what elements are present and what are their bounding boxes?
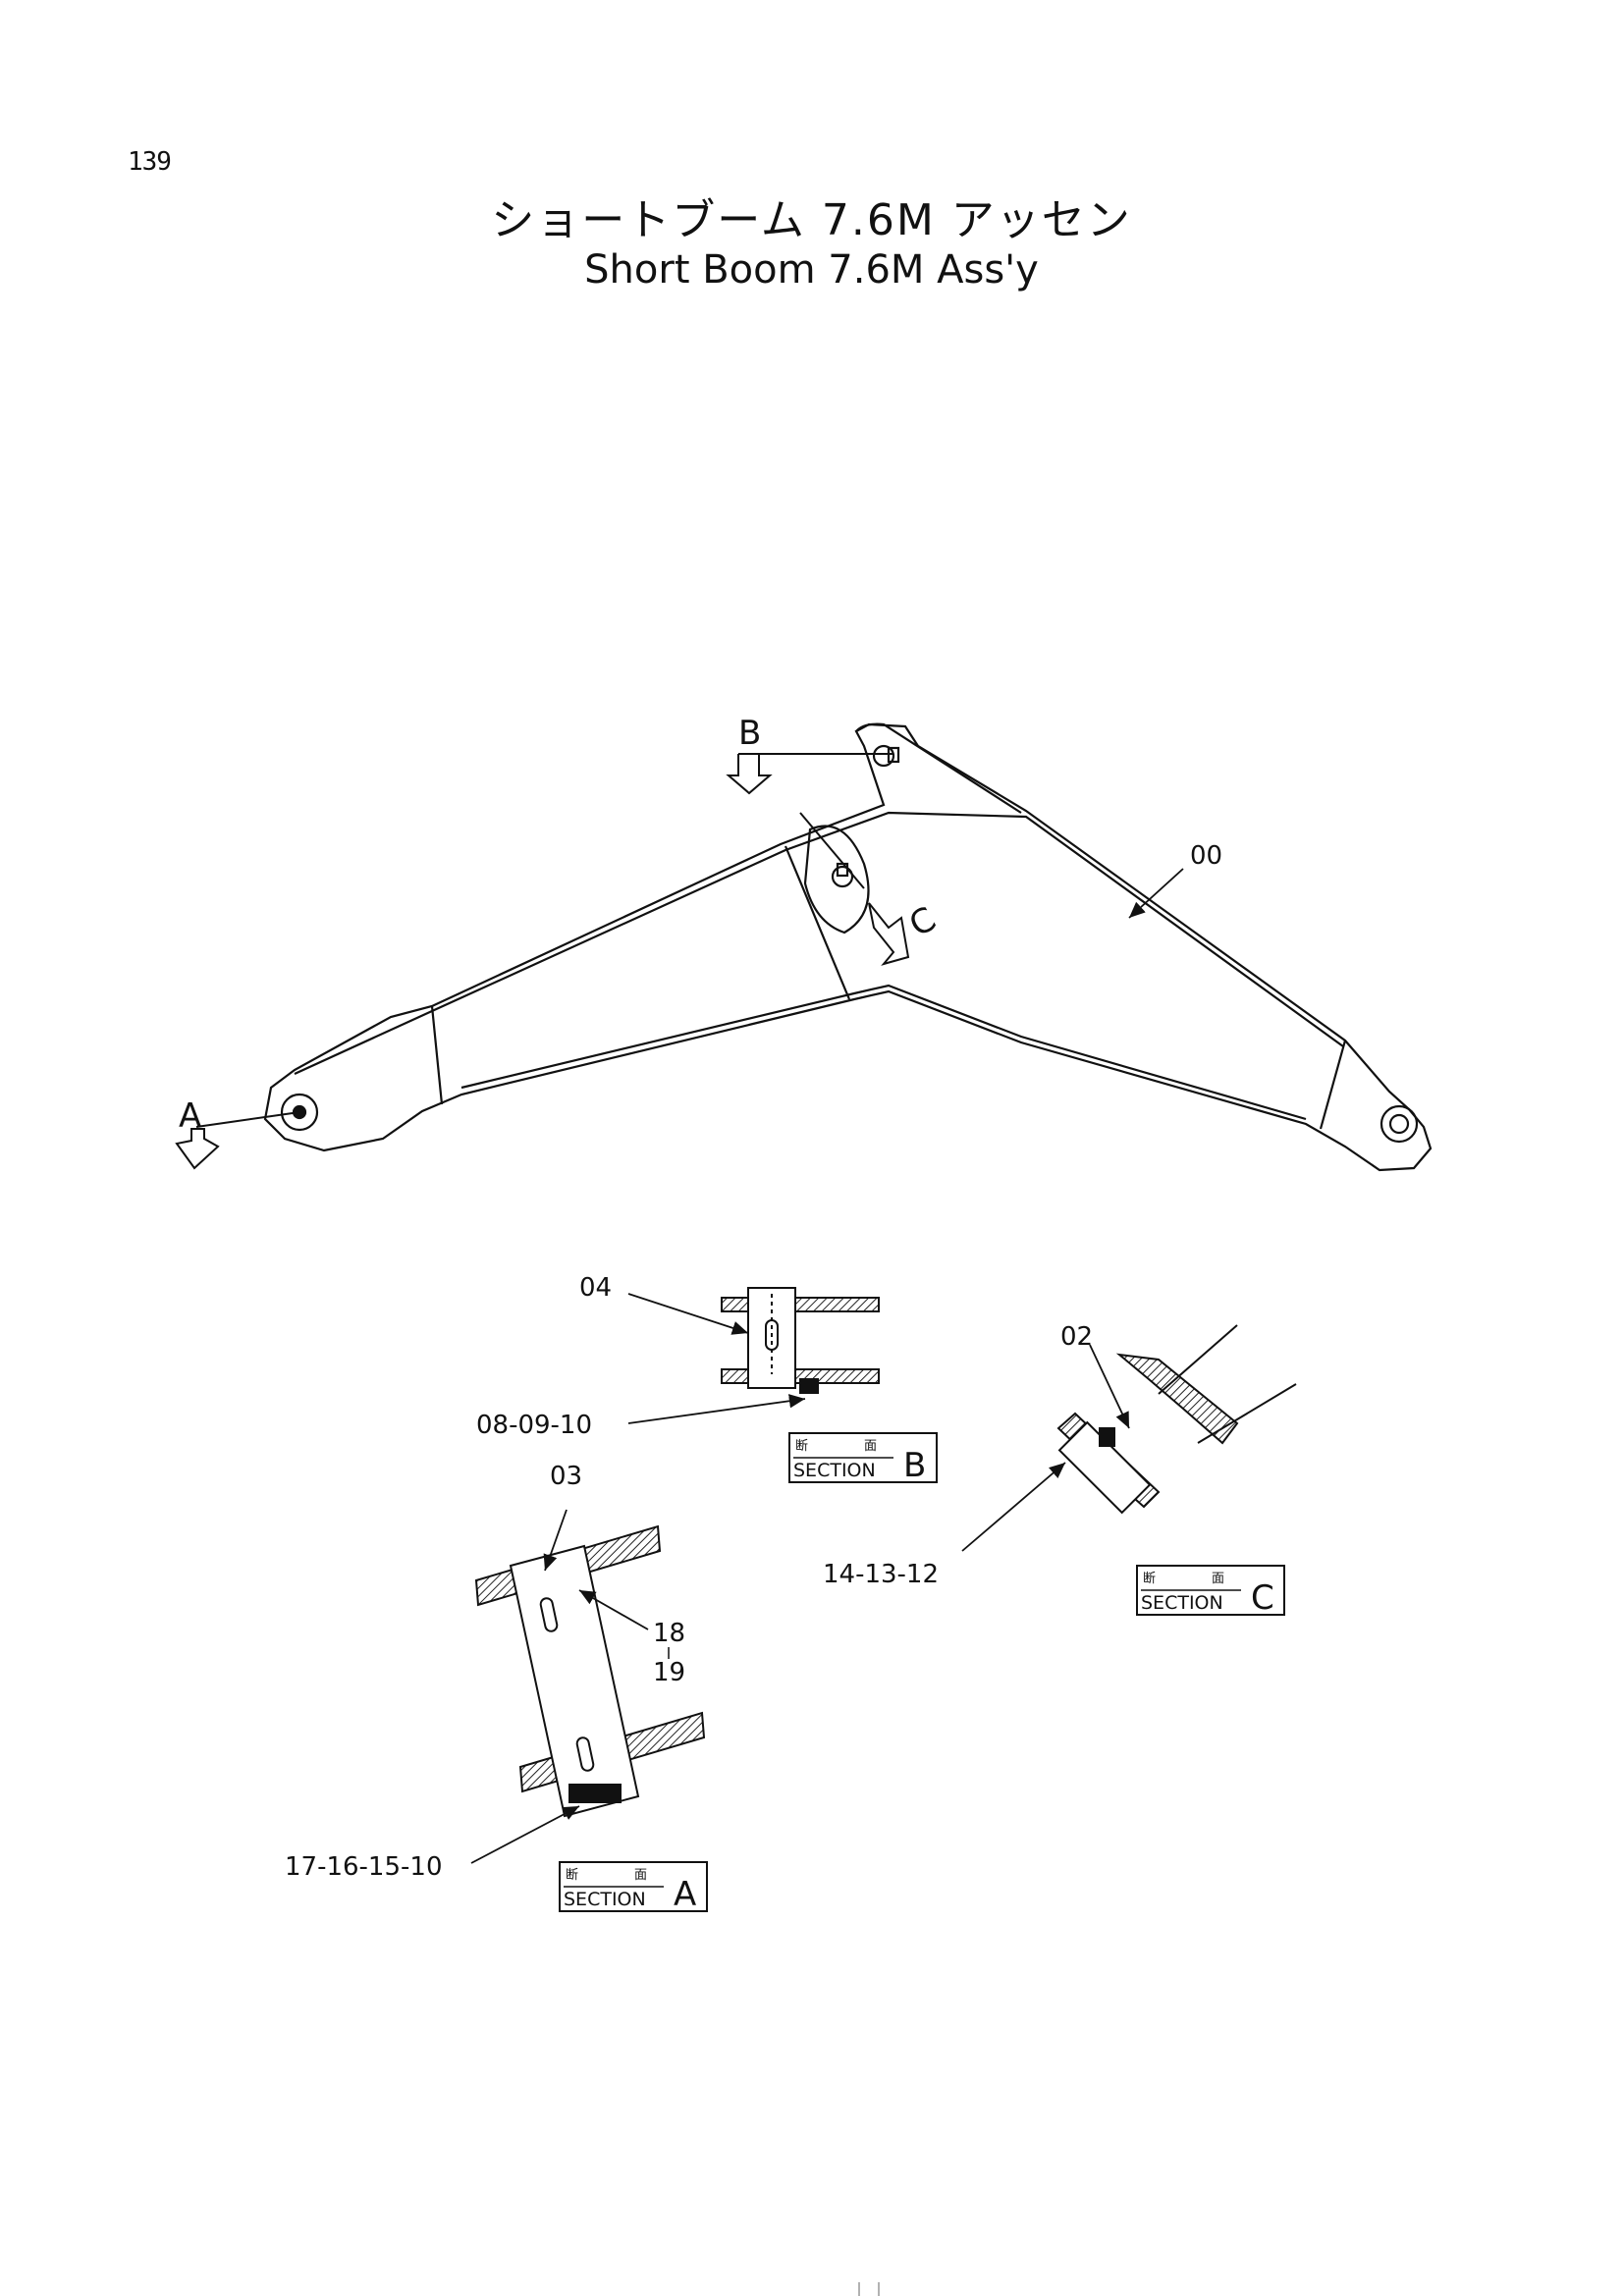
section-c-label: 断 面 SECTION C bbox=[1136, 1565, 1285, 1618]
svg-text:SECTION: SECTION bbox=[564, 1889, 646, 1910]
section-b-detail bbox=[721, 1287, 880, 1394]
section-letter-b: B bbox=[903, 1446, 926, 1485]
boom-assembly bbox=[263, 722, 1433, 1172]
svg-text:面: 面 bbox=[864, 1439, 877, 1454]
callout-08-09-10: 08-09-10 bbox=[476, 1411, 592, 1440]
svg-text:SECTION: SECTION bbox=[793, 1460, 876, 1481]
callout-04: 04 bbox=[579, 1273, 612, 1303]
svg-text:SECTION: SECTION bbox=[1141, 1592, 1223, 1614]
section-b-label: 断 面 SECTION B bbox=[788, 1432, 938, 1485]
view-letter-c: C bbox=[903, 899, 944, 945]
view-letter-b: B bbox=[738, 714, 761, 753]
callout-00: 00 bbox=[1190, 841, 1222, 871]
bottom-scan-marks bbox=[858, 2282, 880, 2296]
view-c-arrow bbox=[799, 812, 910, 966]
svg-text:断: 断 bbox=[566, 1868, 578, 1883]
section-a-label: 断 面 SECTION A bbox=[559, 1861, 708, 1914]
svg-text:断: 断 bbox=[795, 1439, 808, 1454]
section-letter-a: A bbox=[674, 1875, 696, 1914]
view-a-arrow bbox=[175, 1111, 300, 1170]
view-b-arrow bbox=[726, 753, 893, 795]
title-english: Short Boom 7.6M Ass'y bbox=[584, 247, 1039, 293]
callout-18: 18 bbox=[653, 1619, 685, 1648]
page-number: 139 bbox=[128, 147, 172, 177]
callout-03: 03 bbox=[550, 1462, 582, 1491]
section-letter-c: C bbox=[1251, 1578, 1274, 1618]
svg-text:断: 断 bbox=[1143, 1572, 1156, 1586]
callout-19: 19 bbox=[653, 1658, 685, 1687]
view-letter-a: A bbox=[179, 1096, 201, 1136]
callout-14-13-12: 14-13-12 bbox=[823, 1560, 939, 1589]
callout-17-16-15-10: 17-16-15-10 bbox=[285, 1852, 442, 1882]
boom-outline bbox=[263, 722, 1433, 1172]
svg-text:面: 面 bbox=[634, 1868, 647, 1883]
callout-02: 02 bbox=[1060, 1322, 1093, 1352]
section-c-detail bbox=[1056, 1324, 1297, 1515]
title-japanese: ショートブーム 7.6M アッセン bbox=[491, 195, 1132, 245]
section-a-detail bbox=[474, 1524, 706, 1818]
svg-text:面: 面 bbox=[1212, 1572, 1224, 1586]
